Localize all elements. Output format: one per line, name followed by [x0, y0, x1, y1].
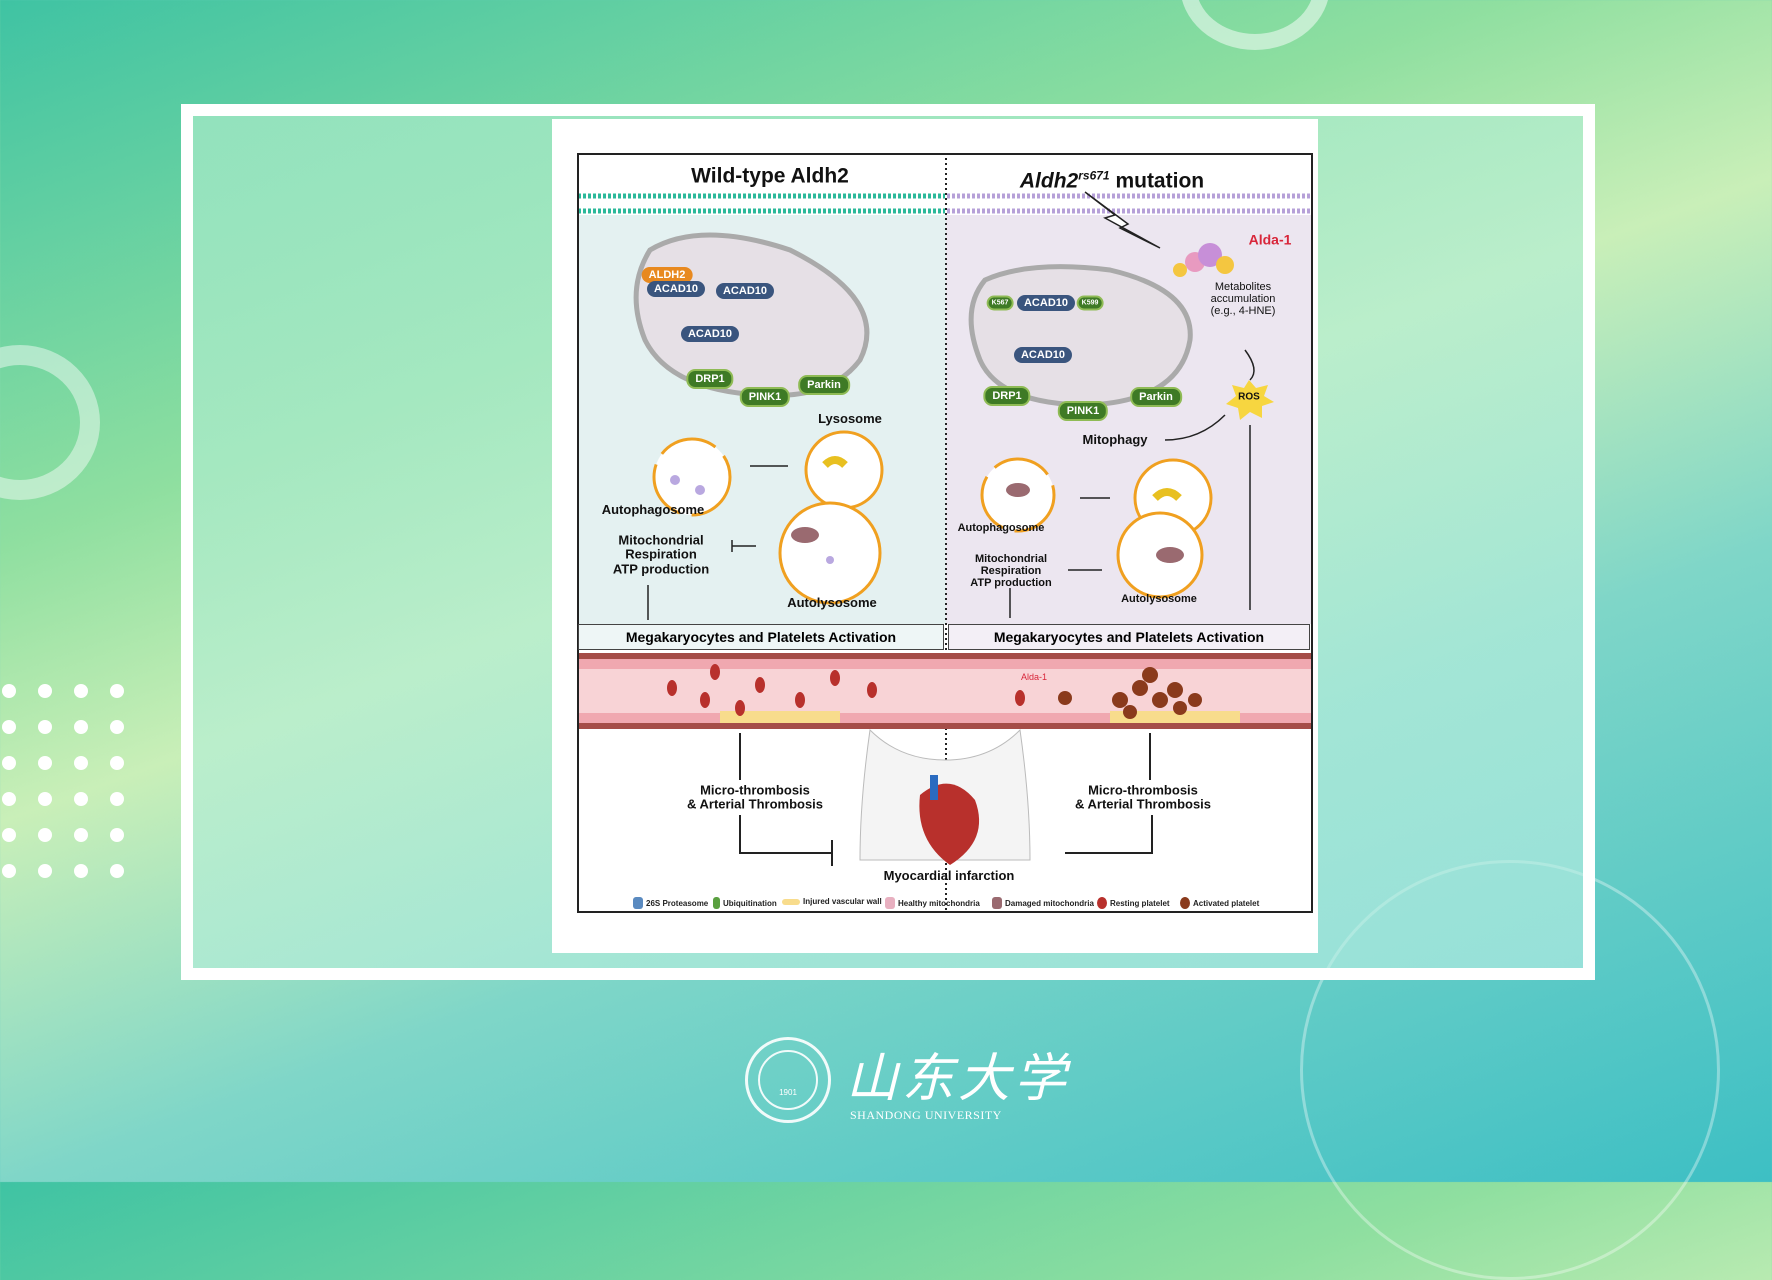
- label-ros: ROS: [1238, 391, 1260, 403]
- university-seal-icon: 1901: [745, 1037, 831, 1123]
- autophagosome-left: [652, 437, 732, 517]
- label-alda1: Alda-1: [1248, 231, 1292, 248]
- protein-drp1: DRP1: [686, 369, 734, 389]
- right-thrombosis: Micro-thrombosis& Arterial Thrombosis: [1074, 782, 1212, 813]
- autolysosome-left: [778, 501, 882, 605]
- legend-injured-wall: Injured vascular wall: [782, 897, 882, 906]
- label-autolysosome: Autolysosome: [1121, 592, 1197, 605]
- ubiquitin-site-k599: K599: [1076, 295, 1104, 311]
- metabolites-cluster-icon: [1173, 243, 1234, 277]
- diagram-graphics: [577, 153, 1313, 912]
- label-lysosome: Lysosome: [818, 410, 882, 426]
- legend-healthy-mito: Healthy mitochondria: [885, 897, 980, 909]
- protein-acad10: ACAD10: [1016, 295, 1076, 311]
- legend-proteasome: 26S Proteasome: [633, 897, 708, 909]
- proteasome-icon: [633, 897, 643, 909]
- legend-label: Healthy mitochondria: [898, 898, 980, 908]
- arrows: [647, 349, 1255, 620]
- autophagosome-right: [980, 457, 1056, 533]
- healthy-mito-icon: [885, 897, 895, 909]
- gene-name: Aldh2: [1019, 169, 1079, 193]
- line: Metabolites: [1214, 280, 1272, 293]
- line: Micro-thrombosis: [1088, 782, 1198, 798]
- legend-resting-platelet: Resting platelet: [1097, 897, 1170, 909]
- ubiquitin-site-k567: K567: [986, 295, 1014, 311]
- left-membrane: [578, 193, 945, 214]
- title-suffix: mutation: [1109, 169, 1205, 193]
- line: & Arterial Thrombosis: [1074, 797, 1212, 812]
- left-activation-box: Megakaryocytes and Platelets Activation: [578, 624, 944, 650]
- line: Mitochondrial: [618, 532, 704, 548]
- activated-platelet-aggregate: [1058, 667, 1202, 719]
- protein-parkin: Parkin: [798, 375, 850, 395]
- autolysosome-right: [1116, 511, 1204, 599]
- label-autophagosome: Autophagosome: [601, 501, 705, 517]
- legend-activated-platelet: Activated platelet: [1180, 897, 1259, 909]
- legend-label: Activated platelet: [1193, 898, 1260, 908]
- ubiquitin-icon: [713, 897, 720, 909]
- vascular-wall-icon: [782, 898, 800, 905]
- legend-label: Ubiquitination: [723, 898, 777, 908]
- line: Mitochondrial: [974, 552, 1048, 565]
- legend-label: Damaged mitochondria: [1005, 898, 1094, 908]
- protein-drp1: DRP1: [983, 386, 1031, 406]
- line: Respiration: [980, 564, 1042, 577]
- lysosome-left: [804, 430, 884, 510]
- line: (e.g., 4-HNE): [1210, 305, 1276, 318]
- right-title: Aldh2rs671 mutation: [1019, 168, 1205, 193]
- protein-acad10: ACAD10: [646, 281, 706, 297]
- activated-platelet-icon: [1180, 897, 1190, 909]
- line: ATP production: [612, 561, 710, 577]
- line: Respiration: [625, 546, 697, 562]
- line: ATP production: [970, 577, 1052, 590]
- line: & Arterial Thrombosis: [686, 797, 824, 812]
- heart-icon: [859, 728, 1031, 865]
- university-name-chinese: 山东大学: [846, 1049, 1071, 1109]
- decor-dots: [2, 684, 124, 878]
- lightning-icon: [1084, 191, 1161, 249]
- blood-vessel: [578, 653, 1312, 729]
- left-thrombosis: Micro-thrombosis& Arterial Thrombosis: [686, 782, 824, 813]
- resting-platelet-icon: [1097, 897, 1107, 909]
- university-name-english: SHANDONG UNIVERSITY: [850, 1108, 1002, 1122]
- legend-damaged-mito: Damaged mitochondria: [992, 897, 1094, 909]
- thrombosis-arrows: [739, 733, 1153, 866]
- diagram-border: [577, 153, 1313, 913]
- protein-parkin: Parkin: [1130, 387, 1182, 407]
- legend-label: 26S Proteasome: [646, 898, 709, 908]
- ros-burst-icon: [1226, 380, 1274, 420]
- allele-sup: rs671: [1078, 168, 1110, 183]
- label-autophagosome: Autophagosome: [957, 521, 1045, 534]
- label-autolysosome: Autolysosome: [787, 594, 877, 610]
- left-title: Wild-type Aldh2: [691, 164, 849, 188]
- damaged-mito-icon: [992, 897, 1002, 909]
- legend-ubiquitination: Ubiquitination: [713, 897, 777, 909]
- legend-label: Resting platelet: [1110, 898, 1170, 908]
- protein-acad10-ubiquitinated: ACAD10: [715, 283, 775, 299]
- right-activation-box: Megakaryocytes and Platelets Activation: [948, 624, 1310, 650]
- line: Micro-thrombosis: [700, 782, 810, 798]
- vessel-alda1-label: Alda-1: [1020, 672, 1048, 683]
- outcome-label: Myocardial infarction: [883, 867, 1015, 883]
- label-mitophagy: Mitophagy: [1082, 431, 1148, 447]
- protein-acad10-degraded: ACAD10: [680, 326, 740, 342]
- right-membrane: [947, 193, 1312, 214]
- legend-label: Injured vascular wall: [803, 897, 882, 906]
- protein-acad10-accumulated: ACAD10: [1013, 347, 1073, 363]
- protein-aldh2: ALDH2: [641, 267, 693, 283]
- line: accumulation: [1210, 292, 1276, 305]
- seal-inner: 1901: [758, 1050, 818, 1110]
- protein-pink1: PINK1: [1057, 401, 1109, 421]
- protein-pink1: PINK1: [739, 387, 791, 407]
- resting-platelets: [667, 664, 1025, 716]
